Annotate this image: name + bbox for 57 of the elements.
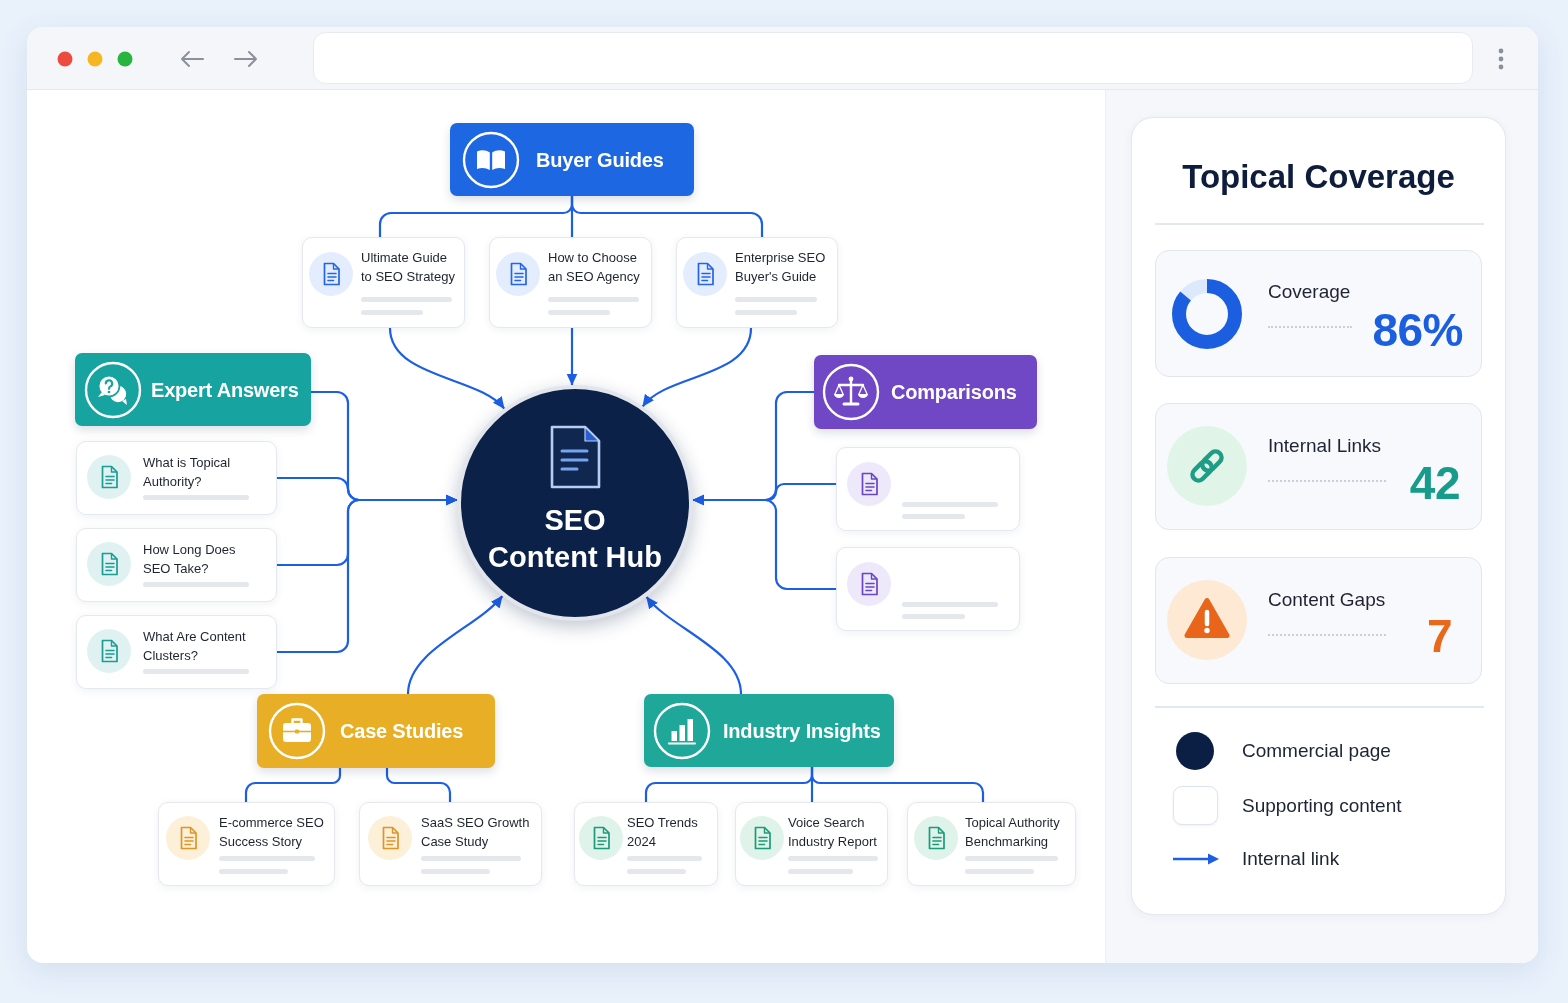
hub-title: SEO Content Hub [487,503,663,575]
arrow [406,595,504,695]
category-header [814,355,1037,429]
card-title: Voice Search Industry Report [788,814,878,851]
category-header [450,123,694,196]
panel-title: Topical Coverage [1182,157,1455,197]
connector-line [570,196,764,237]
card-title: Ultimate Guide to SEO Strategy [361,249,456,286]
article-card [676,237,838,328]
legend-label: Supporting content [1242,794,1402,818]
category-header [75,353,311,426]
article-card [76,528,277,602]
card-title: Enterprise SEO Buyer's Guide [735,249,827,286]
category-header [644,694,894,767]
category-title: Industry Insights [723,718,881,744]
article-card [574,802,718,886]
article-card [158,802,335,886]
card-title: How Long Does SEO Take? [143,541,237,578]
legend-label: Internal link [1242,847,1340,871]
stat-card [1155,557,1482,684]
card-title: SaaS SEO Growth Case Study [421,814,531,851]
category-title: Comparisons [891,380,1017,405]
article-card [836,547,1020,631]
arrow [642,327,753,408]
category-title: Expert Answers [151,377,299,403]
arrow [566,328,578,386]
card-title: What Are Content Clusters? [143,628,247,665]
article-card [302,237,465,328]
stat-value: 86% [1372,303,1463,357]
category-title: Buyer Guides [536,147,664,173]
stat-label: Content Gaps [1268,588,1386,612]
article-card [359,802,542,886]
card-title: E-commerce SEO Success Story [219,814,325,851]
article-card [836,447,1020,531]
category-header [257,694,495,768]
arrow [277,494,458,654]
stat-card [1155,403,1482,530]
article-card [76,441,277,515]
stat-value: 42 [1409,456,1460,510]
stat-value: 7 [1426,609,1452,663]
stat-label: Coverage [1268,280,1351,304]
article-card [489,237,652,328]
card-title: SEO Trends 2024 [627,814,699,851]
arrow [645,596,743,695]
article-card [735,802,888,886]
card-title: Topical Authority Benchmarking [965,814,1061,851]
card-title: What is Topical Authority? [143,454,232,491]
arrow [388,327,505,410]
stat-label: Internal Links [1268,434,1381,458]
article-card [907,802,1076,886]
legend-label: Commercial page [1242,739,1391,763]
category-title: Case Studies [340,719,464,744]
stat-card [1155,250,1482,377]
card-title: How to Choose an SEO Agency [548,249,641,286]
article-card [76,615,277,689]
stats-panel [1131,117,1506,915]
arrow [692,494,836,591]
